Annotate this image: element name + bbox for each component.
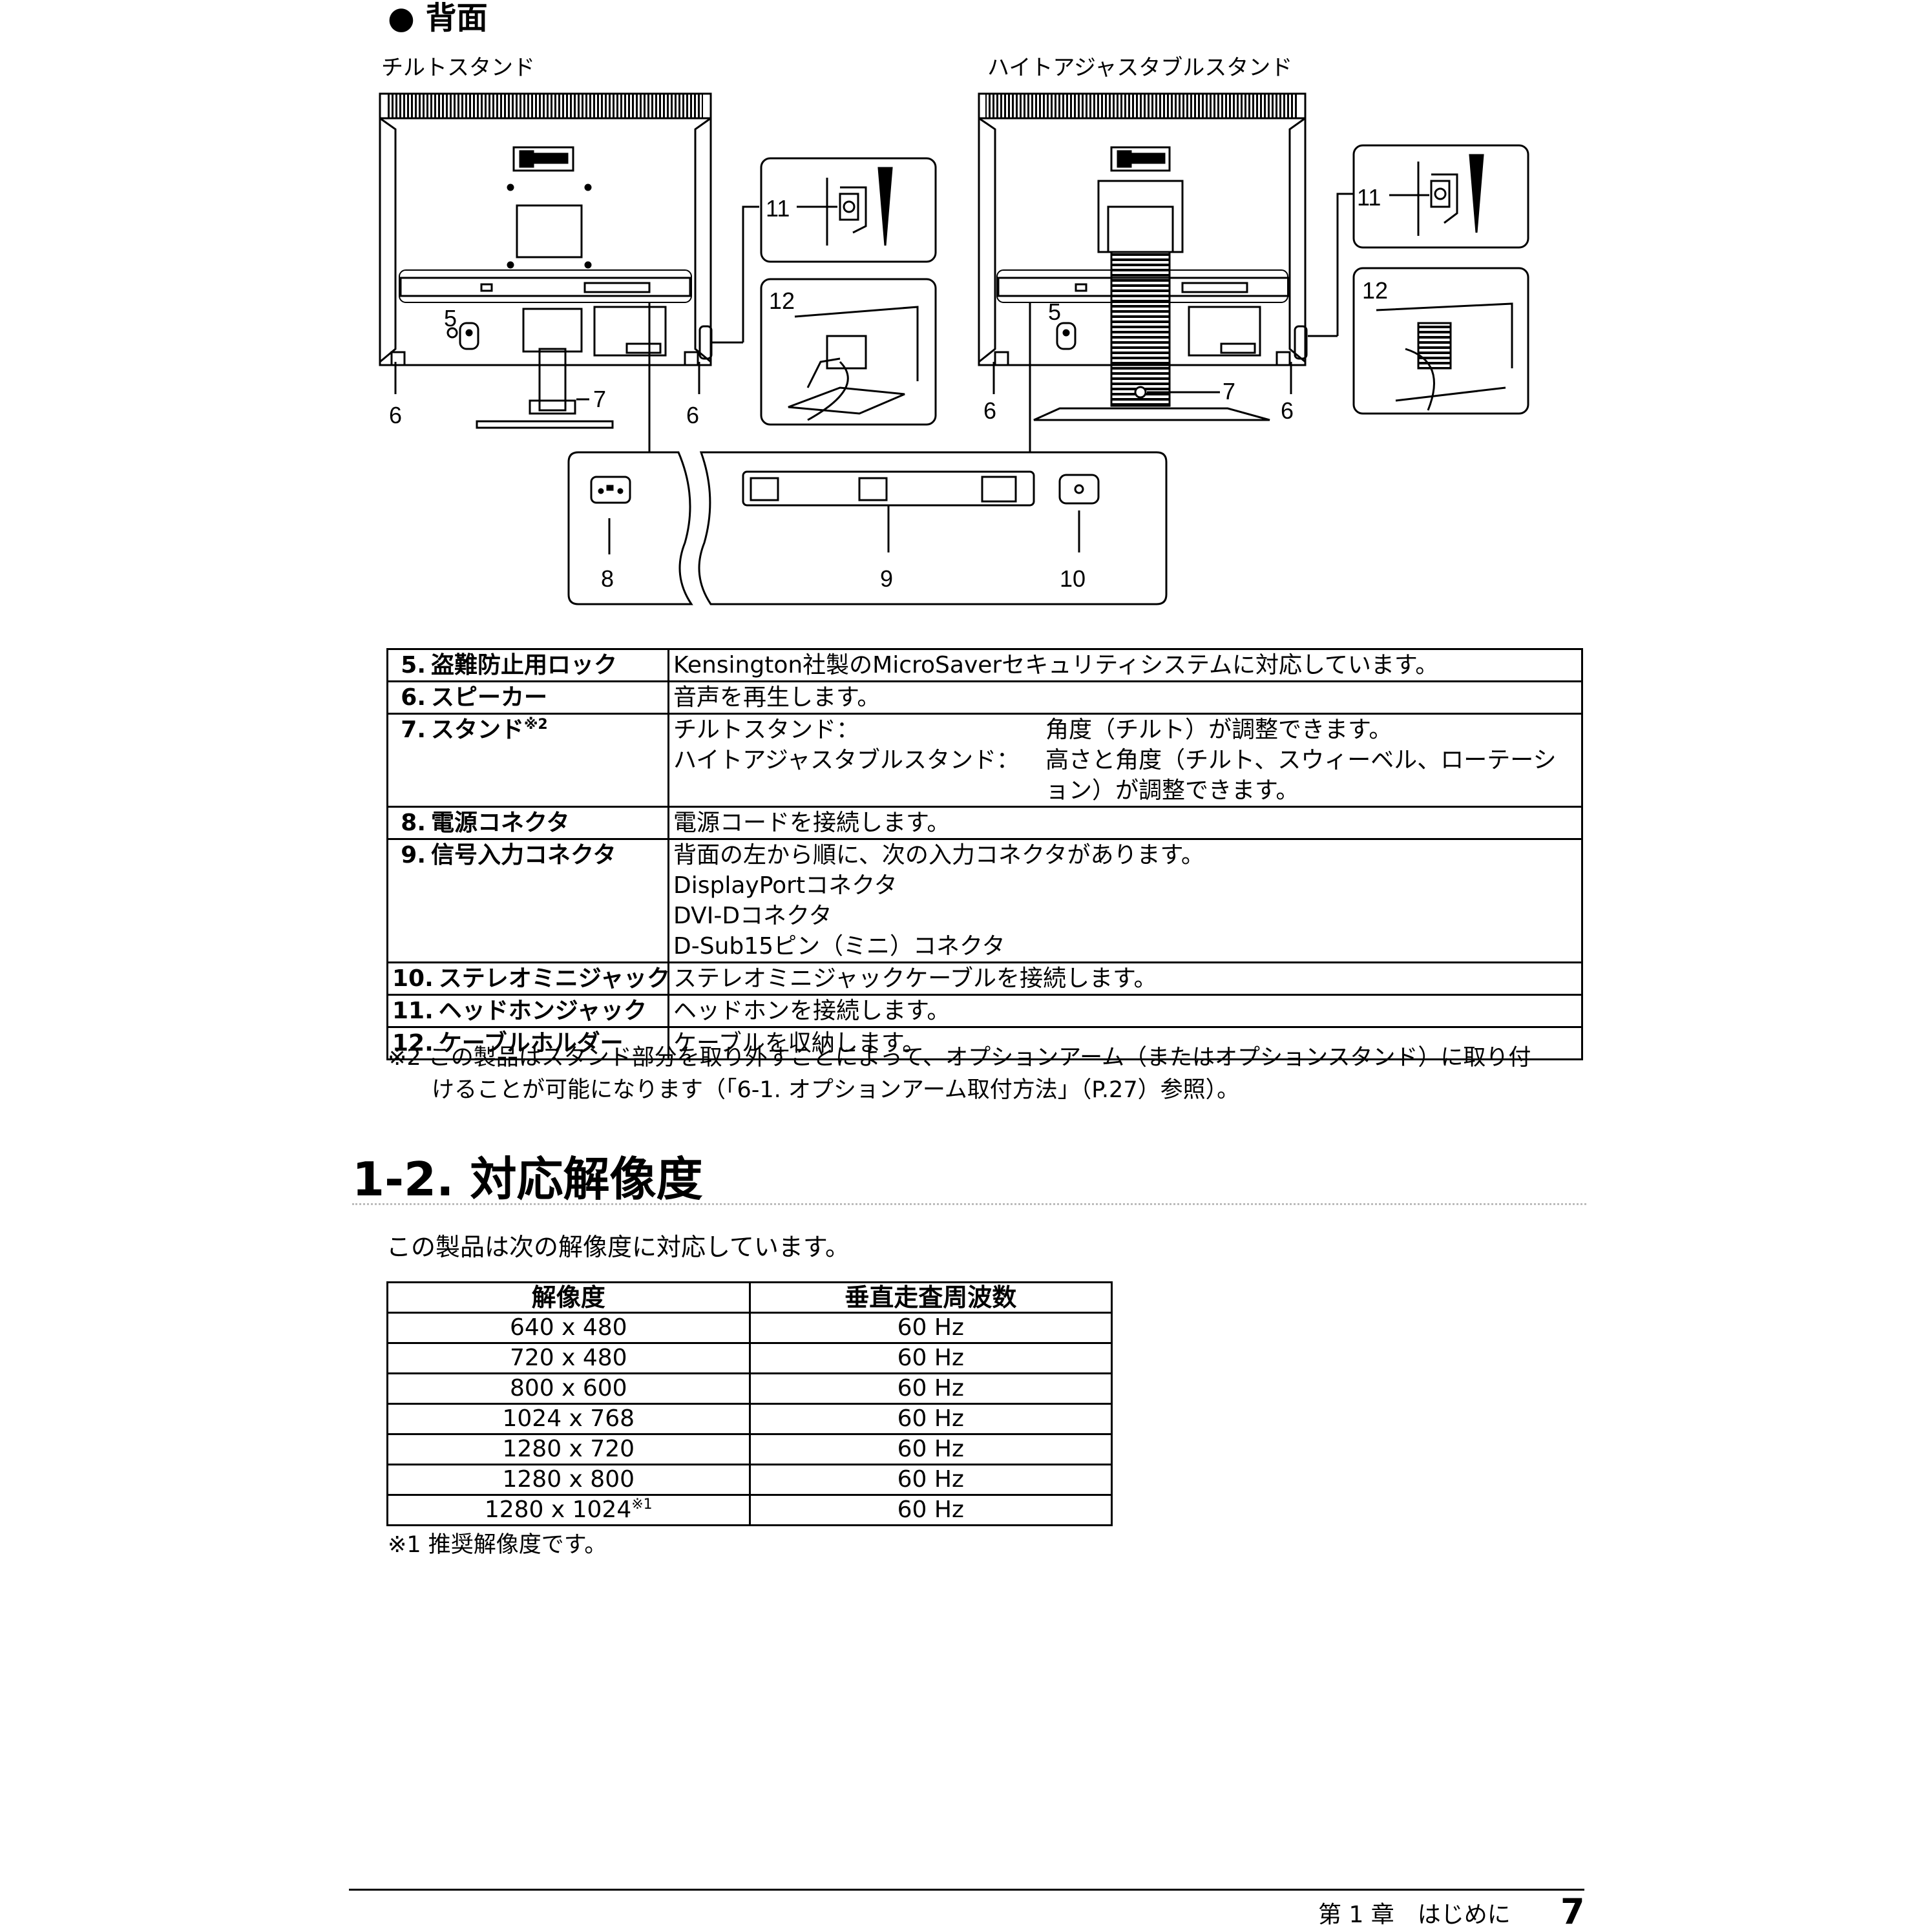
callout-5-right: 5 [1048, 299, 1061, 325]
stand-line: チルトスタンド：角度（チルト）が調整できます。 [673, 717, 1392, 743]
callout-5-left: 5 [444, 305, 457, 331]
connector-zoom-panel [567, 451, 1168, 605]
part-desc: DisplayPortコネクタ [673, 872, 898, 899]
part-name: 電源コネクタ [431, 810, 570, 836]
table-row: 6.スピーカー 音声を再生します。 [386, 680, 1583, 715]
table-row: 5.盗難防止用ロック Kensington社製のMicroSaverセキュリティ… [386, 648, 1583, 682]
footer-divider [349, 1889, 1584, 1891]
part-desc: DVI-Dコネクタ [673, 903, 832, 929]
cable-holder-inset-right [1352, 267, 1529, 415]
table-row: 8.電源コネクタ 電源コードを接続します。 [386, 806, 1583, 840]
callout-6-right-b: 6 [1281, 397, 1294, 424]
section-heading: 1-2. 対応解像度 [352, 1152, 703, 1206]
part-name: スタンド [431, 717, 525, 743]
part-desc: 背面の左から順に、次の入力コネクタがあります。 [673, 842, 1204, 868]
stand-line: ハイトアジャスタブルスタンド：高さと角度（チルト、スウィーベル、ローテーション）… [673, 747, 1557, 804]
heading-divider [352, 1203, 1586, 1205]
callout-9: 9 [880, 565, 893, 592]
part-desc: D-Sub15ピン（ミニ）コネクタ [673, 933, 1005, 960]
parts-table: 5.盗難防止用ロック Kensington社製のMicroSaverセキュリティ… [386, 648, 1583, 1060]
table-row: 12.ケーブルホルダー ケーブルを収納します。 [386, 1026, 1583, 1060]
part-desc: 電源コードを接続します。 [673, 810, 950, 836]
table-header-row: 解像度 垂直走査周波数 [386, 1281, 1113, 1314]
table-row: 11.ヘッドホンジャック ヘッドホンを接続します。 [386, 994, 1583, 1028]
part-desc: 音声を再生します。 [673, 684, 881, 711]
footnote-2-line-1: ※2 この製品はスタンド部分を取り外すことによって、オプションアーム（またはオプ… [388, 1045, 1531, 1071]
table-row: 9.信号入力コネクタ 背面の左から順に、次の入力コネクタがあります。 Displ… [386, 838, 1583, 963]
part-name: ヘッドホンジャック [438, 998, 647, 1024]
callout-6-left-b: 6 [686, 402, 699, 428]
callout-8: 8 [601, 565, 614, 592]
part-desc: Kensington社製のMicroSaverセキュリティシステムに対応していま… [673, 652, 1439, 678]
tilt-stand-label: チルトスタンド [381, 55, 535, 81]
callout-11-left: 11 [766, 195, 790, 222]
height-stand-monitor [978, 92, 1354, 452]
footnote-mark: ※2 [524, 717, 548, 733]
page-number: 7 [1560, 1891, 1585, 1932]
column-header-frequency: 垂直走査周波数 [748, 1281, 1113, 1314]
part-name: スピーカー [431, 684, 548, 711]
part-desc: ステレオミニジャックケーブルを接続します。 [673, 965, 1157, 992]
part-desc: ヘッドホンを接続します。 [673, 998, 950, 1024]
part-name: 盗難防止用ロック [431, 652, 618, 678]
callout-12-left: 12 [769, 288, 795, 314]
rear-view-diagram: 5 6 6 7 11 12 5 6 6 7 11 12 8 9 10 [379, 92, 1529, 605]
part-desc: ケーブルを収納します。 [673, 1030, 926, 1056]
callout-11-right: 11 [1357, 184, 1381, 211]
headphone-jack-inset-right [1352, 144, 1529, 249]
footnote-2-line-2: けることが可能になります（「6-1. オプションアーム取付方法」（P.27）参照… [432, 1077, 1240, 1103]
column-header-resolution: 解像度 [386, 1281, 751, 1314]
cable-holder-inset-left [760, 278, 937, 426]
callout-12-right: 12 [1362, 277, 1388, 304]
table-row: 10.ステレオミニジャック ステレオミニジャックケーブルを接続します。 [386, 961, 1583, 996]
height-stand-label: ハイトアジャスタブルスタンド [987, 55, 1293, 81]
part-name: ケーブルホルダー [438, 1030, 624, 1056]
callout-10: 10 [1060, 565, 1086, 592]
callout-7-right: 7 [1223, 378, 1235, 404]
callout-6-left-a: 6 [389, 402, 402, 428]
headphone-jack-inset-left [760, 157, 937, 263]
part-name: ステレオミニジャック [438, 965, 670, 992]
callout-7-left: 7 [593, 386, 606, 412]
footer-chapter: 第 1 章 はじめに [1318, 1902, 1511, 1928]
section-title: ● 背面 [388, 0, 488, 36]
callout-6-right-a: 6 [983, 397, 996, 424]
footnote-1: ※1 推奨解像度です。 [388, 1532, 607, 1558]
part-name: 信号入力コネクタ [431, 842, 616, 868]
tilt-stand-monitor [379, 92, 759, 452]
footnote-mark: ※1 [631, 1496, 653, 1513]
section-intro: この製品は次の解像度に対応しています。 [386, 1233, 850, 1261]
table-row: 7.スタンド※2 チルトスタンド：角度（チルト）が調整できます。 ハイトアジャス… [386, 713, 1583, 808]
